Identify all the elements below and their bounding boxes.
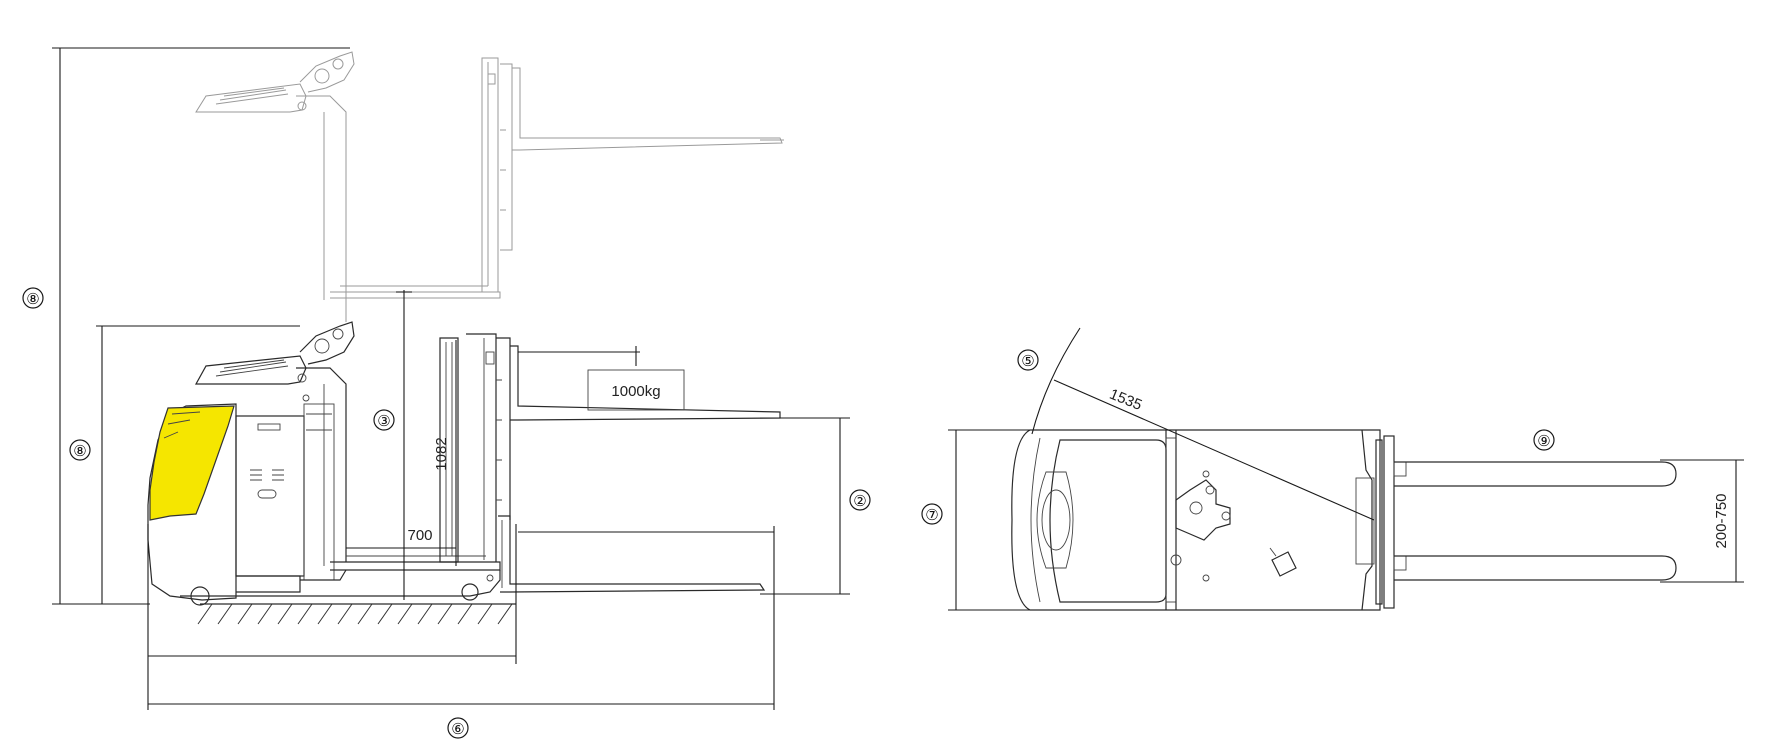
svg-text:⑧: ⑧ [26,290,39,308]
callout-3: ③ [373,409,395,431]
svg-text:⑤: ⑤ [1021,352,1034,370]
svg-text:⑨: ⑨ [1537,432,1550,450]
callout-9: ⑨ [1533,429,1555,451]
raised-position-outline [195,51,784,322]
svg-text:②: ② [853,492,866,510]
ground-hatching [197,603,516,625]
load-label: 1000kg [611,383,660,400]
callout-8-inner: ⑧ [69,439,91,461]
callout-5: ⑤ [1017,349,1039,371]
svg-text:⑥: ⑥ [451,720,464,738]
platform-height-label: 1082 [433,437,450,470]
top-view-truck [1011,429,1677,611]
turning-radius-label: 1535 [1107,386,1144,414]
callout-7: ⑦ [921,503,943,525]
svg-text:③: ③ [377,412,390,430]
callout-8-outer: ⑧ [22,287,44,309]
svg-text:⑦: ⑦ [925,506,938,524]
fork-inner-label: 700 [407,527,432,544]
callout-2: ② [849,489,871,511]
svg-text:⑧: ⑧ [73,442,86,460]
side-view-truck: 1000kg [147,321,781,606]
callout-6: ⑥ [447,717,469,739]
fork-spread-label: 200-750 [1713,493,1730,548]
side-view-dimensions: 1082 700 [52,47,850,710]
top-view-dimensions: 200-750 1535 [948,327,1744,611]
yellow-hood [149,405,235,521]
